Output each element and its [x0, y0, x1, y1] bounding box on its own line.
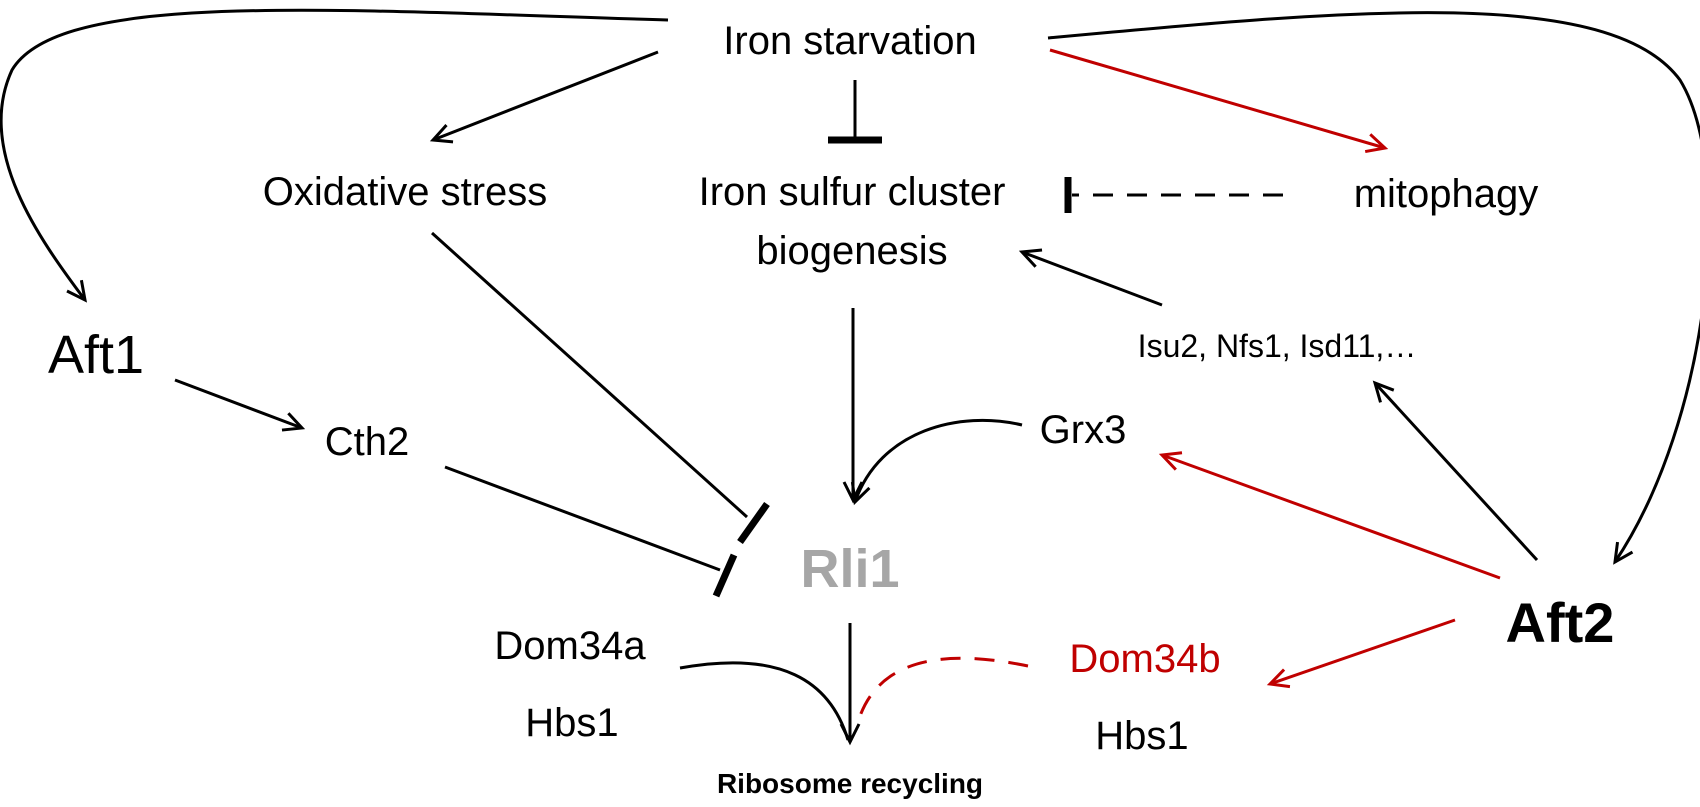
node-aft2: Aft2	[1506, 591, 1615, 654]
node-dom34a: Dom34a	[494, 624, 646, 668]
node-grx3: Grx3	[1040, 408, 1127, 452]
node-isu2-nfs1-isd11: Isu2, Nfs1, Isd11,…	[1138, 328, 1417, 364]
edge-aft1-to-cth2	[174, 378, 306, 432]
node-oxidative-stress: Oxidative stress	[263, 170, 548, 214]
edge-aft2-to-dom34b	[1266, 618, 1456, 689]
edge-grx3-to-rli1	[850, 418, 1023, 506]
edge-isu2-to-isc	[1018, 248, 1163, 307]
edge-iron-starvation-to-aft1	[0, 8, 669, 303]
node-aft1: Aft1	[48, 325, 144, 385]
inhibit-bar-cth2-rli1	[712, 553, 738, 598]
node-isc-line2: biogenesis	[756, 229, 947, 273]
edge-aft2-to-grx3	[1158, 451, 1501, 580]
edge-dom34b-to-ribosome-recycling	[856, 656, 1029, 723]
node-cth2: Cth2	[325, 420, 410, 464]
edge-iron-starvation-to-oxidative-stress	[429, 50, 659, 144]
inhibit-cth2-rli1	[444, 465, 721, 572]
node-isc-line1: Iron sulfur cluster	[699, 170, 1006, 214]
node-dom34b: Dom34b	[1069, 637, 1220, 681]
node-hbs1-right: Hbs1	[1095, 714, 1188, 758]
edge-iron-starvation-to-mitophagy	[1049, 48, 1389, 154]
node-mitophagy: mitophagy	[1354, 172, 1539, 216]
node-rli1: Rli1	[800, 539, 899, 599]
inhibit-bar-oxidative-stress-rli1	[737, 501, 770, 545]
inhibit-oxidative-stress-rli1	[430, 231, 749, 519]
edge-aft2-to-isu2	[1372, 380, 1539, 562]
edge-dom34a-to-ribosome-recycling	[679, 661, 850, 741]
edge-iron-starvation-to-aft2	[1047, 11, 1700, 565]
node-ribosome-recycling: Ribosome recycling	[717, 768, 983, 799]
node-hbs1-left: Hbs1	[525, 701, 618, 745]
node-iron-starvation: Iron starvation	[723, 19, 976, 63]
